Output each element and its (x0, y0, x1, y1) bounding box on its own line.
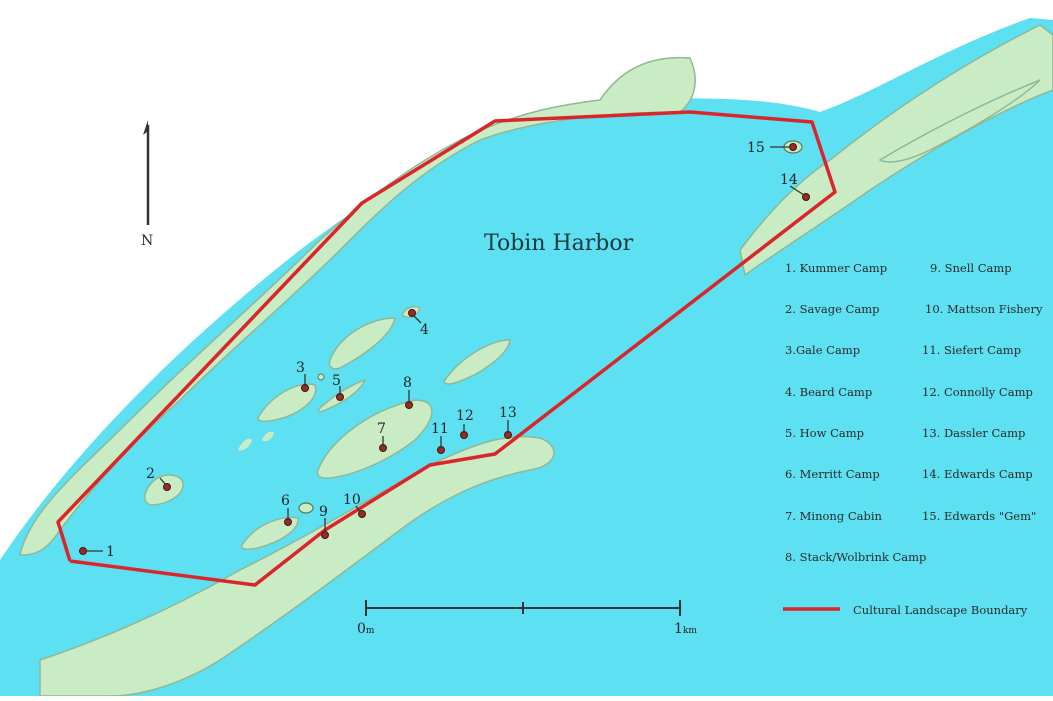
site-marker-5[interactable] (336, 386, 344, 401)
site-marker-7[interactable] (379, 436, 387, 452)
site-number-11: 11 (431, 421, 449, 437)
legend-item-3: 3.Gale Camp (785, 343, 860, 357)
legend-item-11: 11. Siefert Camp (922, 343, 1021, 357)
island-minong (316, 399, 433, 479)
island-savage (144, 474, 184, 506)
site-number-1: 1 (106, 544, 115, 560)
site-number-4: 4 (420, 322, 429, 338)
legend: 1. Kummer Camp 2. Savage Camp 3.Gale Cam… (783, 261, 1043, 617)
site-marker-14[interactable] (789, 185, 810, 201)
site-marker-15[interactable] (770, 143, 797, 151)
islet-near-merritt (298, 502, 314, 514)
site-marker-8[interactable] (405, 390, 413, 409)
site-marker-10[interactable] (355, 505, 366, 518)
site-marker-1[interactable] (79, 547, 104, 555)
site-number-3: 3 (296, 360, 305, 376)
site-number-labels: 1 2 3 4 5 6 7 8 9 10 11 12 13 14 15 (106, 140, 798, 560)
island-merritt (240, 516, 299, 550)
scale-end-label: 1km (674, 621, 697, 637)
island-east-small (443, 339, 511, 385)
legend-item-10: 10. Mattson Fishery (925, 302, 1043, 316)
cultural-landscape-boundary (56, 110, 837, 587)
legend-item-8: 8. Stack/Wolbrink Camp (785, 550, 926, 564)
site-number-8: 8 (403, 375, 412, 391)
site-markers (79, 143, 810, 555)
legend-item-15: 15. Edwards "Gem" (922, 509, 1036, 523)
site-number-6: 6 (281, 493, 290, 509)
scale-start-label: 0m (357, 621, 375, 637)
north-arrow-head (143, 120, 148, 135)
legend-item-1: 1. Kummer Camp (785, 261, 887, 275)
site-number-13: 13 (499, 405, 517, 421)
site-marker-12[interactable] (460, 424, 468, 439)
islet-west-2 (262, 431, 274, 442)
legend-item-12: 12. Connolly Camp (922, 385, 1033, 399)
scale-bar (365, 600, 681, 616)
legend-item-14: 14. Edwards Camp (922, 467, 1033, 481)
site-number-7: 7 (377, 421, 386, 437)
site-marker-11[interactable] (437, 436, 445, 454)
legend-item-2: 2. Savage Camp (785, 302, 879, 316)
site-marker-4[interactable] (408, 309, 422, 324)
site-number-9: 9 (319, 504, 328, 520)
legend-item-9: 9. Snell Camp (930, 261, 1012, 275)
north-label: N (141, 233, 153, 249)
island-gale (257, 383, 317, 423)
site-number-14: 14 (780, 172, 798, 188)
land-southeast-shore (39, 435, 555, 697)
site-marker-9[interactable] (321, 518, 329, 539)
site-marker-3[interactable] (301, 374, 309, 392)
land-northwest-shore (19, 56, 696, 556)
legend-item-5: 5. How Camp (785, 426, 864, 440)
islet-west-1 (238, 438, 252, 451)
legend-boundary-label: Cultural Landscape Boundary (853, 603, 1028, 617)
islet-near-how (317, 373, 325, 381)
site-marker-2[interactable] (159, 477, 171, 491)
map-title: Tobin Harbor (484, 231, 634, 256)
site-marker-6[interactable] (284, 508, 292, 526)
legend-item-6: 6. Merritt Camp (785, 467, 880, 481)
legend-item-13: 13. Dassler Camp (922, 426, 1025, 440)
site-number-10: 10 (343, 492, 361, 508)
site-marker-13[interactable] (504, 420, 512, 439)
site-number-12: 12 (456, 408, 474, 424)
site-number-2: 2 (146, 466, 155, 482)
legend-item-4: 4. Beard Camp (785, 385, 872, 399)
legend-item-7: 7. Minong Cabin (785, 509, 883, 523)
site-number-15: 15 (747, 140, 765, 156)
site-number-5: 5 (332, 373, 341, 389)
land-northeast-islet (878, 79, 1041, 163)
island-long-north (328, 317, 396, 370)
